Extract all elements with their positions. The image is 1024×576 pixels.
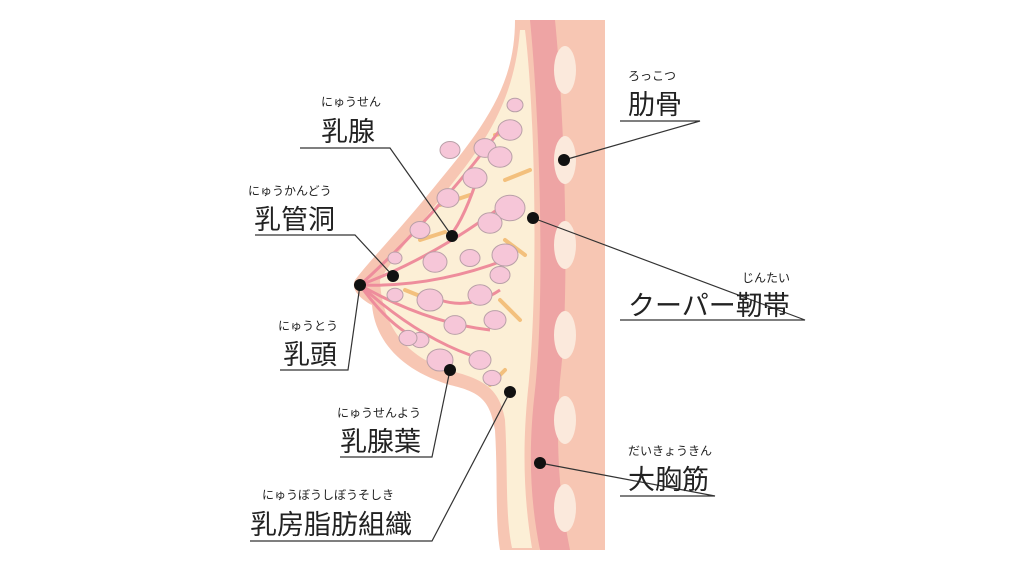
leader-line: [280, 284, 361, 371]
lobule: [489, 266, 511, 284]
duct: [359, 283, 491, 332]
lobule: [467, 284, 493, 306]
rib-bone: [554, 46, 576, 94]
leader-line: [532, 217, 806, 321]
lobule: [422, 251, 448, 273]
lobule: [462, 167, 488, 189]
pointer-dot: [354, 279, 366, 291]
lobule: [398, 329, 418, 347]
furigana-nipple: にゅうとう: [278, 319, 339, 333]
lobule: [497, 119, 523, 141]
lobule: [477, 212, 503, 234]
leader-line: [563, 120, 701, 161]
lobule: [491, 243, 519, 267]
leader-line: [539, 462, 716, 497]
furigana-pectoralis-major: だいきょうきん: [628, 444, 713, 458]
lobule: [443, 315, 467, 335]
lobule: [483, 310, 507, 330]
furigana-lactiferous-sinus: にゅうかんどう: [248, 184, 332, 198]
ligament: [418, 230, 447, 242]
lobule: [439, 141, 461, 159]
furigana-mammary-lobe: にゅうせんよう: [337, 406, 422, 420]
leader-line: [250, 391, 511, 542]
duct: [439, 288, 501, 305]
furigana-cooper-ligament: じんたい: [742, 271, 791, 285]
pointer-dot: [534, 457, 546, 469]
label-mammary-gland: 乳腺: [321, 117, 375, 148]
furigana-mammary-gland: にゅうせん: [321, 95, 382, 109]
furigana-rib: ろっこつ: [628, 69, 677, 83]
leader-line: [300, 147, 453, 237]
lobule: [436, 188, 460, 208]
lobule: [482, 369, 502, 387]
leader-line: [340, 369, 451, 458]
rib-bone: [554, 484, 576, 532]
pointer-dot: [527, 212, 539, 224]
ligament: [498, 298, 522, 322]
leader-line: [255, 234, 394, 277]
duct: [359, 258, 506, 287]
pointer-dot: [387, 270, 399, 282]
rib-bone: [554, 221, 576, 269]
label-nipple: 乳頭: [283, 340, 337, 371]
rib-bone: [554, 396, 576, 444]
label-breast-fat-tissue: 乳房脂肪組織: [250, 510, 412, 541]
lobule: [487, 146, 513, 168]
leader-lines: [250, 120, 806, 542]
label-lactiferous-sinus: 乳管洞: [254, 205, 335, 236]
lobules: [386, 97, 526, 387]
label-pectoralis-major: 大胸筋: [628, 465, 709, 496]
pointer-dot: [558, 154, 570, 166]
label-mammary-lobe: 乳腺葉: [340, 427, 421, 458]
duct: [358, 283, 471, 357]
lobule: [459, 249, 481, 267]
lobule: [387, 251, 403, 265]
lobule: [416, 288, 444, 312]
rib-bone: [554, 311, 576, 359]
label-cooper-ligament: クーパー靭帯: [628, 291, 790, 322]
pointer-dot: [504, 386, 516, 398]
label-rib: 肋骨: [628, 90, 682, 121]
lobule: [386, 287, 404, 303]
pointer-dot: [444, 364, 456, 376]
lobule: [409, 221, 431, 239]
ligament: [503, 168, 532, 182]
lobule: [468, 350, 492, 370]
ribs: [554, 46, 576, 532]
lobule: [506, 97, 524, 113]
furigana-breast-fat-tissue: にゅうぼうしぼうそしき: [262, 488, 395, 502]
lobule: [494, 194, 526, 222]
pointer-dot: [446, 230, 458, 242]
